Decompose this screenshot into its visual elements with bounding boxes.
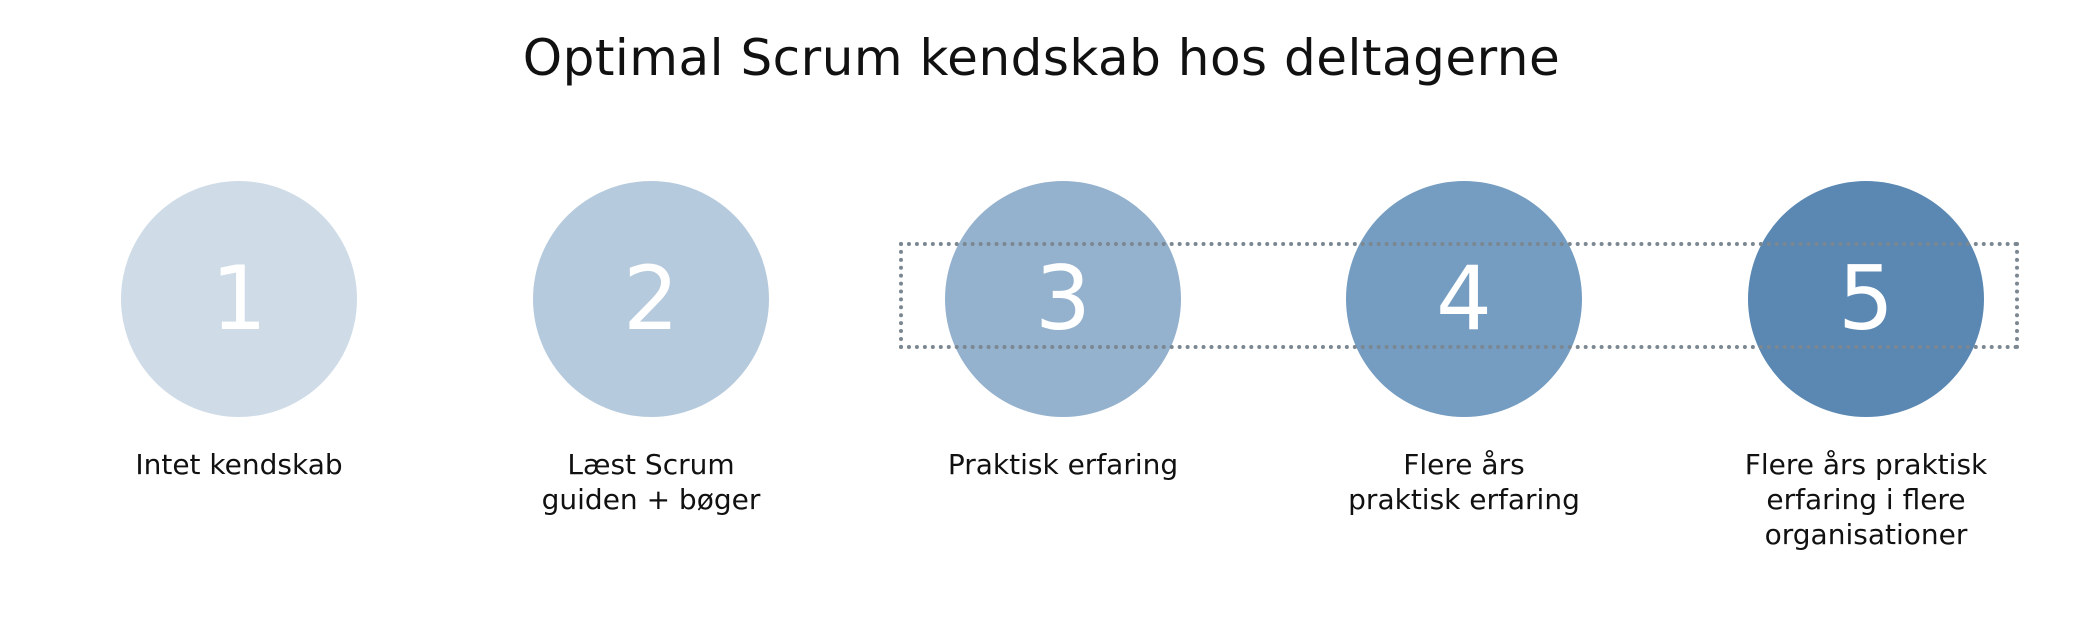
step-1-circle: 1 [121,181,357,417]
step-3-label: Praktisk erfaring [947,448,1179,481]
step-5-circle: 5 [1748,181,1984,417]
step-1: 1 Intet kendskab [39,181,439,482]
step-3: 3 Praktisk erfaring [863,181,1263,482]
step-1-label: Intet kendskab [135,448,343,481]
diagram-title: Optimal Scrum kendskab hos deltagerne [522,29,1561,87]
step-2-number: 2 [623,247,679,350]
step-3-circle: 3 [945,181,1181,417]
step-5-number: 5 [1838,247,1894,350]
step-3-number: 3 [1035,247,1091,350]
step-4-number: 4 [1436,247,1492,350]
step-1-number: 1 [211,247,267,350]
step-4-circle: 4 [1346,181,1582,417]
step-2-circle: 2 [533,181,769,417]
